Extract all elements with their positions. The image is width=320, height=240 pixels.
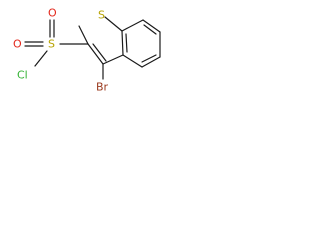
atom-labels: S S O O Cl Br — [13, 7, 109, 94]
bond-c5-c4 — [141, 56, 161, 68]
bond-c2-c3-double — [92, 43, 107, 62]
bond-c7a-c7 — [121, 19, 144, 32]
bond-c7a-c3a — [121, 30, 124, 56]
benzothiophene-sulfonyl-chloride-structure: S S O O Cl Br — [13, 7, 161, 94]
bond-layer — [24, 16, 161, 80]
bond-c2-c3 — [87, 43, 104, 65]
bond-c3a-c7a-double — [125, 33, 128, 53]
chlorine-label: Cl — [17, 69, 28, 82]
bond-s-c2 — [78, 25, 89, 45]
bond-c7-c6 — [142, 19, 161, 33]
bond-c3-c3a — [102, 54, 124, 65]
bond-c4-c3a — [122, 54, 143, 68]
oxygen-top-label: O — [48, 7, 57, 20]
bond-s-cl — [34, 50, 48, 67]
ring-sulfur-label: S — [98, 9, 105, 22]
bond-s-c7a — [104, 16, 123, 32]
bond-c7-c6-double — [143, 24, 157, 35]
sulfonyl-sulfur-label: S — [48, 38, 55, 51]
oxygen-left-label: O — [13, 38, 22, 51]
bromine-label: Br — [96, 81, 109, 94]
bond-c5-c4-double — [141, 54, 157, 63]
